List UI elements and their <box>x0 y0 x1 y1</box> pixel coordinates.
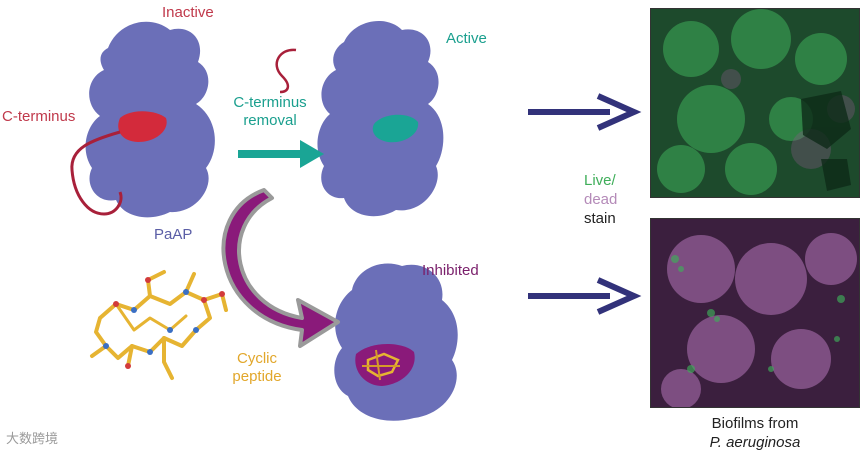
c-terminus-blob <box>118 111 167 142</box>
label-active: Active <box>446 30 487 47</box>
c-terminus-tail <box>70 130 123 216</box>
label-paap: PaAP <box>154 226 193 243</box>
label-c-terminus-removal: C-terminus removal <box>218 94 322 130</box>
biofilm-caption: Biofilms from P. aeruginosa <box>652 414 858 452</box>
caption-line-1: Biofilms from <box>711 415 799 432</box>
biofilm-image-inhibited <box>651 219 859 407</box>
curved-arrow-icon <box>221 188 340 348</box>
label-inactive: Inactive <box>162 4 214 21</box>
label-inhibited: Inhibited <box>422 262 479 279</box>
arrow-right-icon <box>528 93 642 131</box>
arrow-right-icon <box>238 140 324 168</box>
inhibited-protein <box>334 263 458 421</box>
active-site <box>372 114 419 143</box>
label-cyclic-2: peptide <box>232 368 282 385</box>
biofilm-image-active <box>651 9 859 197</box>
label-c-terminus-removal-2: removal <box>243 112 297 129</box>
label-cyclic-1: Cyclic <box>237 350 277 367</box>
caption-line-2: P. aeruginosa <box>709 434 801 451</box>
removed-fragment <box>275 48 297 94</box>
label-cyclic-peptide: Cyclic peptide <box>222 350 292 386</box>
label-c-terminus-removal-1: C-terminus <box>233 94 307 111</box>
stain-live: Live/ <box>584 172 616 189</box>
arrow-right-icon <box>528 277 642 315</box>
biofilm-panel-inhibited <box>650 218 860 408</box>
inactive-protein <box>70 21 215 218</box>
active-protein <box>317 20 444 217</box>
stain-legend: Live/ dead stain <box>584 171 630 228</box>
biofilm-panel-active <box>650 8 860 198</box>
stain-word: stain <box>584 210 616 227</box>
stain-dead: dead <box>584 191 618 208</box>
label-c-terminus: C-terminus <box>2 108 76 125</box>
cyclic-peptide-structure <box>90 270 228 380</box>
watermark: 大数跨境 <box>6 431 59 446</box>
